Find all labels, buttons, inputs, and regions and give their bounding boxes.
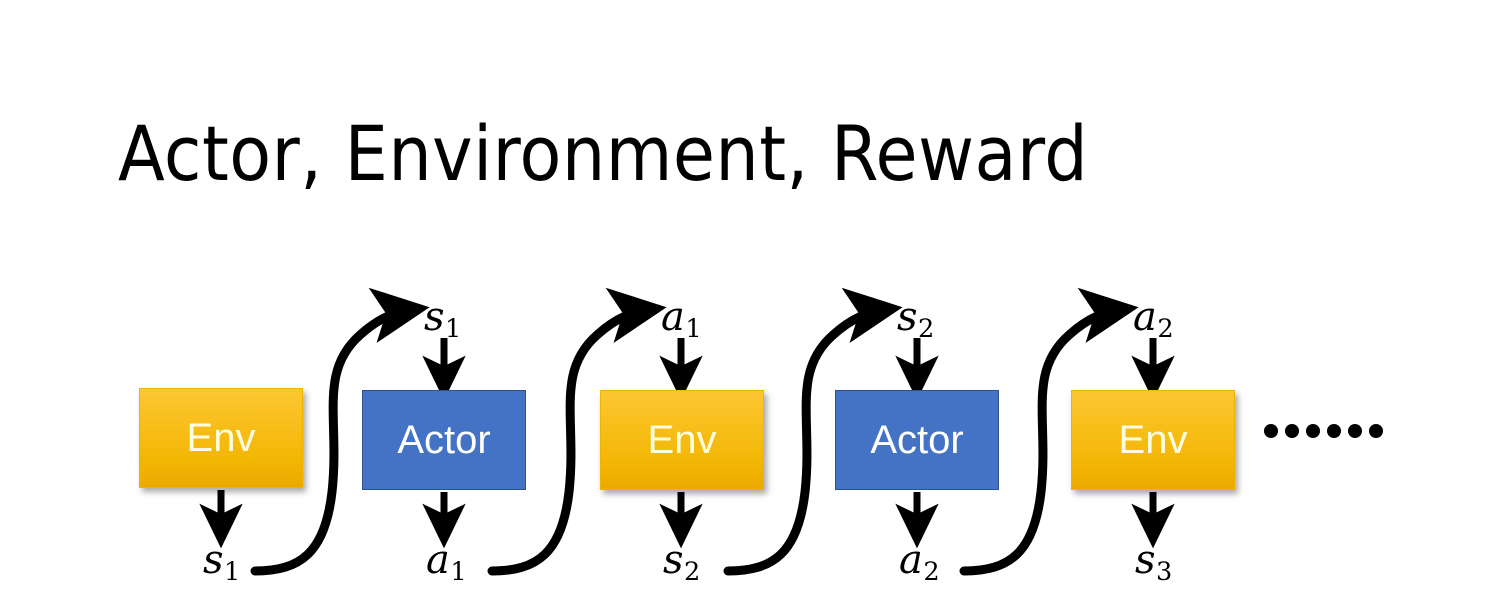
label-subscript: 3 — [1156, 557, 1173, 588]
label-bottom-s1: s1 — [203, 540, 240, 586]
label-symbol: s — [424, 294, 445, 340]
node-label: Env — [647, 418, 717, 462]
node-env-2[interactable]: Env — [600, 390, 764, 490]
label-top-s2: s2 — [897, 297, 934, 343]
node-label: Env — [186, 416, 256, 460]
label-subscript: 2 — [918, 314, 935, 345]
node-env-1[interactable]: Env — [139, 388, 303, 488]
label-symbol: s — [1135, 537, 1156, 583]
node-actor-1[interactable]: Actor — [362, 390, 526, 490]
ellipsis-dot-group — [1327, 424, 1383, 438]
node-actor-2[interactable]: Actor — [835, 390, 999, 490]
ellipsis-dot — [1285, 424, 1299, 438]
label-subscript: 1 — [450, 557, 467, 588]
label-symbol: s — [663, 537, 684, 583]
label-symbol: a — [899, 537, 923, 583]
label-symbol: a — [426, 537, 450, 583]
label-subscript: 1 — [685, 314, 702, 345]
ellipsis-dot — [1327, 424, 1341, 438]
label-bottom-s3: s3 — [1135, 540, 1172, 586]
label-subscript: 1 — [445, 314, 462, 345]
ellipsis-dot — [1348, 424, 1362, 438]
ellipsis-dot — [1369, 424, 1383, 438]
page-title: Actor, Environment, Reward — [118, 109, 1089, 198]
ellipsis-continuation — [1264, 424, 1383, 438]
node-label: Env — [1118, 418, 1188, 462]
label-symbol: s — [203, 537, 224, 583]
node-env-3[interactable]: Env — [1071, 390, 1235, 490]
label-symbol: a — [1133, 294, 1157, 340]
label-bottom-s2: s2 — [663, 540, 700, 586]
label-subscript: 2 — [923, 557, 940, 588]
node-label: Actor — [870, 418, 964, 462]
ellipsis-dot-group — [1264, 424, 1320, 438]
ellipsis-dot — [1306, 424, 1320, 438]
label-subscript: 1 — [224, 557, 241, 588]
label-bottom-a1: a1 — [426, 540, 467, 586]
label-subscript: 2 — [1157, 314, 1174, 345]
node-label: Actor — [397, 418, 491, 462]
label-top-a1: a1 — [661, 297, 702, 343]
label-bottom-a2: a2 — [899, 540, 940, 586]
label-top-s1: s1 — [424, 297, 461, 343]
label-top-a2: a2 — [1133, 297, 1174, 343]
label-symbol: a — [661, 294, 685, 340]
label-symbol: s — [897, 294, 918, 340]
label-subscript: 2 — [684, 557, 701, 588]
ellipsis-dot — [1264, 424, 1278, 438]
